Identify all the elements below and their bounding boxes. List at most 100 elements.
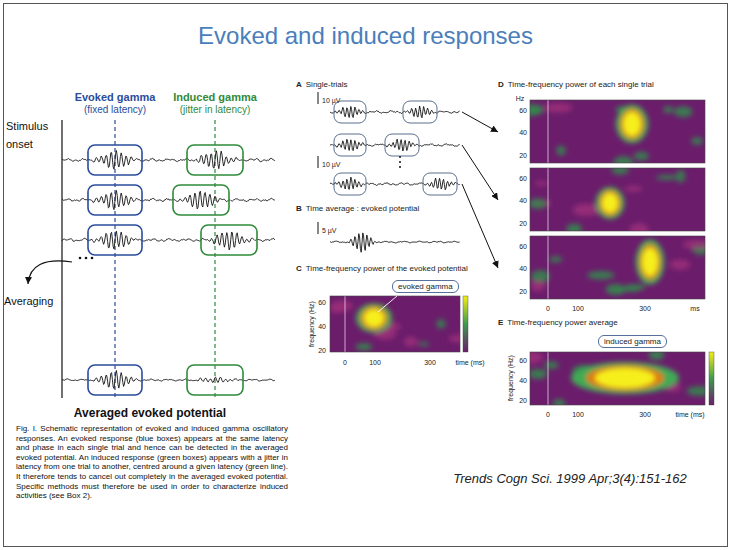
power-edge — [640, 245, 661, 280]
burst-box — [187, 365, 243, 395]
power-halo — [636, 240, 665, 285]
axis-tick: 100 — [369, 359, 381, 366]
label-box: 60 — [519, 349, 527, 367]
scale-label: 5 µV — [322, 227, 337, 234]
label-box: 100 — [369, 351, 381, 369]
eeg-trace — [62, 231, 275, 250]
label-box: frequency (Hz) — [300, 301, 318, 347]
spectrogram — [530, 168, 705, 231]
process-label: Averaging — [4, 295, 53, 307]
burst-box — [173, 185, 229, 215]
axis-tick: 40 — [519, 197, 527, 204]
plot-frame — [530, 168, 705, 231]
plot-frame — [530, 352, 705, 405]
burst-box — [334, 173, 366, 195]
power-patch — [663, 106, 673, 113]
column-heading: Evoked gamma — [75, 91, 156, 103]
power-patch — [530, 352, 543, 364]
panel-letter: C — [296, 264, 302, 273]
title-box: Evoked and induced responses — [0, 22, 731, 50]
onset-line — [345, 296, 346, 352]
label-box: 0 — [343, 351, 347, 369]
averaging-arrow — [28, 261, 72, 284]
callout-box: evoked gamma — [392, 280, 459, 293]
power-patch — [629, 223, 649, 231]
axis-title: ms — [690, 305, 699, 312]
power-patch — [530, 369, 547, 379]
onset-line — [548, 168, 549, 231]
column-subheading: (jitter in latency) — [180, 104, 251, 115]
axis-tick: 300 — [639, 305, 651, 312]
column-subheading: (fixed latency) — [84, 104, 146, 115]
label-box: time (ms) — [455, 351, 484, 369]
label-box: (fixed latency) — [84, 99, 146, 117]
power-patch — [682, 240, 705, 249]
scale-label: 10 µV — [322, 161, 340, 168]
label-box: Evoked gamma — [75, 87, 156, 105]
scale-bar — [318, 156, 319, 168]
label-box: 0 — [546, 297, 550, 315]
eeg-trace — [330, 177, 460, 190]
figure-panel: DTime-frequency power of each single tri… — [498, 80, 712, 318]
axis-tick: 60 — [519, 107, 527, 114]
figure-caption: Fig. I. Schematic representation of evok… — [16, 424, 288, 501]
panel-title: Single-trials — [306, 80, 348, 89]
axis-tick: 0 — [343, 359, 347, 366]
power-patch — [656, 175, 678, 180]
label-box: Trends Cogn Sci. 1999 Apr;3(4):151-162 — [453, 469, 686, 487]
panel-heading: DTime-frequency power of each single tri… — [498, 80, 712, 89]
label-box: 10 µV — [322, 89, 340, 107]
label-box: Induced gamma — [173, 87, 257, 105]
power-edge — [586, 366, 664, 391]
panel-heading: CTime-frequency power of the evoked pote… — [296, 264, 494, 273]
axis-tick: 100 — [572, 411, 584, 418]
label-box: 100 — [572, 403, 584, 421]
onset-label: Stimulus onset — [6, 120, 48, 150]
label-box: 300 — [639, 403, 651, 421]
axis-tick: 100 — [572, 305, 584, 312]
power-patch — [404, 337, 417, 347]
ellipsis-dot — [85, 257, 88, 260]
scale-label: 10 µV — [322, 97, 340, 104]
label-box: 60 — [519, 235, 527, 253]
label-box: 20 — [519, 389, 527, 407]
power-patch — [544, 362, 558, 369]
axis-title: frequency (Hz) — [507, 355, 514, 401]
power-patch — [649, 352, 665, 360]
label-box: time (ms) — [675, 403, 704, 421]
label-box: 20 — [519, 212, 527, 230]
panel-heading: ASingle-trials — [296, 80, 462, 89]
burst-box — [187, 145, 243, 175]
ellipsis-dot — [399, 161, 401, 163]
power-patch — [530, 198, 547, 208]
burst-box — [88, 225, 142, 255]
power-patch — [531, 281, 545, 292]
burst-box — [88, 365, 142, 395]
spectrogram-ground — [530, 168, 705, 231]
power-patch — [691, 137, 703, 145]
axis-tick: 20 — [318, 347, 326, 354]
callout-text: induced gamma — [604, 337, 661, 346]
power-patch — [613, 287, 640, 291]
panel-letter: B — [296, 204, 302, 213]
panel-heading: ETime-frequency power average — [498, 318, 712, 327]
power-patch — [544, 103, 572, 113]
axis-tick: 20 — [519, 152, 527, 159]
label-box: 100 — [572, 297, 584, 315]
spectrogram — [530, 236, 705, 299]
burst-box — [423, 173, 457, 195]
power-patch — [670, 260, 690, 270]
axis-tick: 20 — [519, 397, 527, 404]
axis-tick: 300 — [424, 359, 436, 366]
ellipsis-dot — [399, 156, 401, 158]
label-box: 20 — [519, 144, 527, 162]
figure-panel: ASingle-trials — [296, 80, 462, 200]
axis-tick: 20 — [519, 220, 527, 227]
power-peak — [642, 248, 658, 276]
power-patch — [449, 335, 460, 343]
power-patch — [625, 186, 642, 192]
label-box: Averaging — [4, 291, 53, 309]
power-patch — [634, 152, 649, 161]
plot-frame — [530, 236, 705, 299]
